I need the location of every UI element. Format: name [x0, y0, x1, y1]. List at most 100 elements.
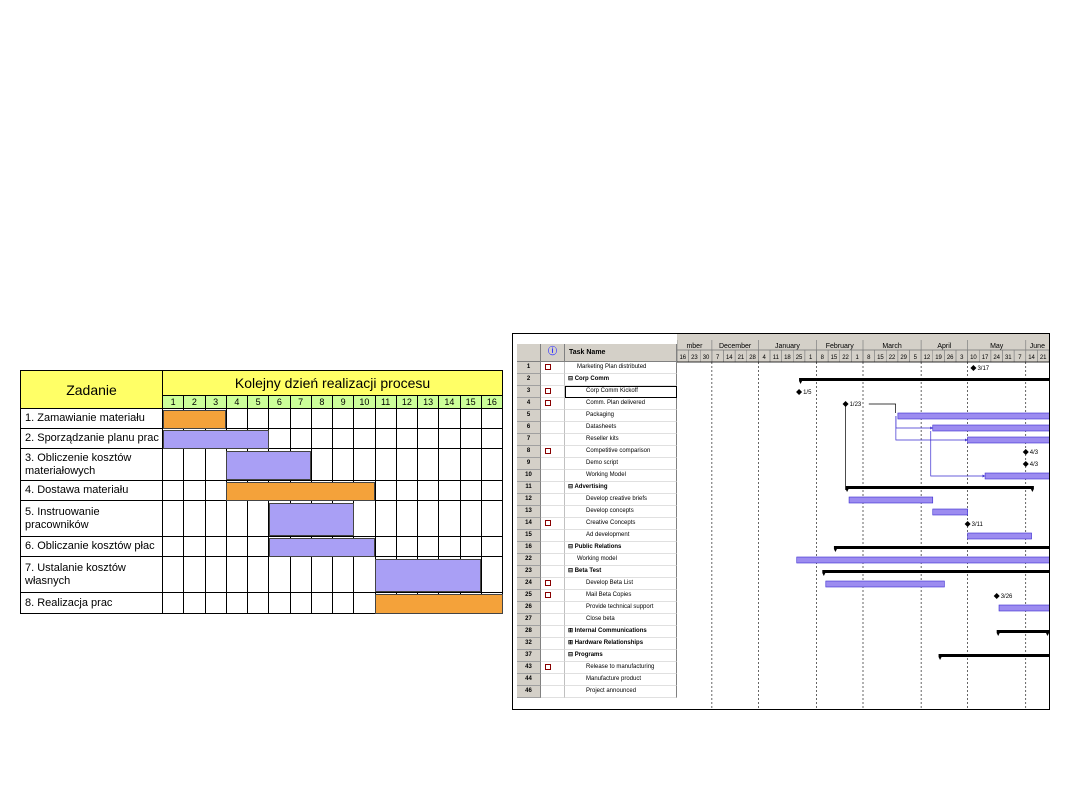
task-bar: [998, 604, 1049, 612]
summary-bar: [822, 570, 1049, 573]
day-cell: [438, 592, 461, 614]
day-header-10: 10: [353, 395, 376, 409]
day-cell: [225, 428, 249, 449]
day-header-1: 1: [161, 395, 185, 409]
day-cell: [416, 592, 440, 614]
row-id: 12: [517, 494, 541, 506]
task-bar: [897, 412, 1049, 420]
row-id: 23: [517, 566, 541, 578]
note-icon: [545, 400, 551, 406]
day-cell: [395, 428, 419, 449]
task-row[interactable]: 37⊟ Programs: [513, 650, 677, 662]
milestone-label: 3/26: [1001, 594, 1013, 600]
task-row[interactable]: 32⊞ Hardware Relationships: [513, 638, 677, 650]
day-cell: [161, 500, 185, 537]
milestone-diamond: [993, 593, 1000, 599]
note-icon: [545, 664, 551, 670]
indicator-cell: [541, 542, 565, 554]
task-bar: [796, 556, 1049, 564]
task-name: ⊟ Advertising: [565, 482, 677, 494]
task-row[interactable]: 28⊞ Internal Communications: [513, 626, 677, 638]
milestone-diamond: [1022, 449, 1029, 455]
day-header-8: 8: [310, 395, 334, 409]
row-id: 26: [517, 602, 541, 614]
row-id: 32: [517, 638, 541, 650]
day-cell: [331, 480, 355, 501]
week-label: 11: [773, 355, 780, 361]
task-name: Datasheets: [565, 422, 677, 434]
day-cell: [246, 428, 270, 449]
day-cell: [225, 556, 249, 593]
task-row[interactable]: 23⊟ Beta Test: [513, 566, 677, 578]
day-cell: [310, 448, 334, 481]
dependency-link: [895, 416, 968, 441]
indicator-cell: [541, 614, 565, 626]
day-cell: [204, 592, 227, 614]
day-cell: [161, 428, 185, 449]
note-icon: [545, 388, 551, 394]
task-name: Corp Comm Kickoff: [565, 386, 677, 398]
day-cell: [374, 592, 397, 614]
day-cell: [331, 536, 355, 557]
week-label: 1: [809, 355, 813, 361]
day-header-6: 6: [268, 395, 291, 409]
task-name: Working model: [565, 554, 677, 566]
milestone-label: 1/5: [803, 390, 812, 396]
row-id: 9: [517, 458, 541, 470]
month-label: May: [990, 343, 1004, 350]
week-label: 4: [763, 355, 767, 361]
day-cell: [310, 592, 334, 614]
week-label: 3: [960, 355, 964, 361]
indicator-cell: [541, 566, 565, 578]
day-cell: [480, 536, 504, 557]
day-cell: [416, 480, 440, 501]
day-cell: [459, 592, 482, 614]
summary-bar: [845, 486, 1034, 489]
task-row[interactable]: 11⊟ Advertising: [513, 482, 677, 494]
row-id: 16: [517, 542, 541, 554]
task-row: 6. Obliczanie kosztów płac: [20, 536, 504, 557]
week-label: 28: [749, 355, 756, 361]
task-name: Develop Beta List: [565, 578, 677, 590]
day-header-5: 5: [246, 395, 270, 409]
day-cell: [395, 500, 419, 537]
day-cell: [353, 536, 376, 557]
day-cell: [183, 408, 206, 429]
week-label: 21: [1040, 355, 1047, 361]
task-row[interactable]: 2⊟ Corp Comm: [513, 374, 677, 386]
day-cell: [416, 408, 440, 429]
day-cell: [331, 408, 355, 429]
week-label: 31: [1005, 355, 1012, 361]
day-cell: [331, 448, 355, 481]
indicator-cell: [541, 434, 565, 446]
day-cell: [225, 480, 249, 501]
info-icon: ⓘ: [541, 344, 565, 362]
day-cell: [246, 408, 270, 429]
task-row[interactable]: 16⊟ Public Relations: [513, 542, 677, 554]
day-cell: [268, 536, 291, 557]
day-cell: [374, 408, 397, 429]
day-cell: [438, 536, 461, 557]
task-bar: [932, 508, 968, 516]
